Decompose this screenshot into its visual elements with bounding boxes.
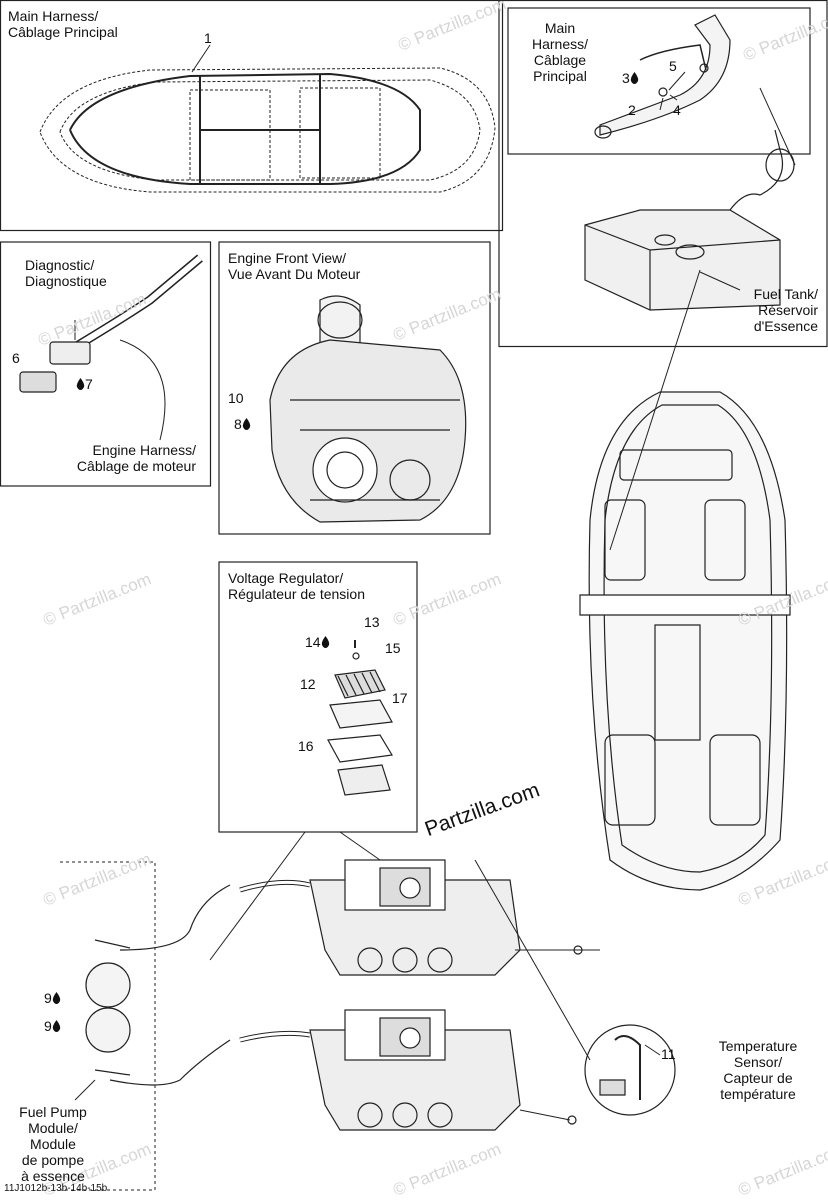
drop-icon (52, 992, 60, 1004)
callout-13: 13 (364, 614, 380, 630)
detail-title-fr: Câblage (533, 52, 587, 68)
callout-7: 7 (76, 376, 93, 392)
temp-sensor-leader (474, 859, 591, 1061)
fuel-tank-line3: d'Essence (753, 318, 818, 334)
fuel-tank-panel-frame (498, 0, 828, 348)
fuel-pump-leader (74, 1079, 96, 1101)
detail-title-en2: Harness/ (531, 36, 589, 52)
engine-harness-fr: Câblage de moteur (76, 458, 196, 474)
fuel-pump-line1: Fuel Pump (19, 1104, 87, 1120)
part-5-clip (699, 63, 709, 73)
fuel-tank-leader (699, 271, 741, 291)
tank-to-boat-leader (609, 269, 701, 551)
fuel-pump-line3: Module (30, 1136, 76, 1152)
engine-front-drawing (269, 295, 467, 523)
drawing-code: 11J1012b-13b-14b-15b (4, 1183, 108, 1194)
fuel-pump-bracket (60, 861, 156, 1191)
callout-3: 3 (622, 70, 639, 86)
detail-title-en: Main (544, 20, 576, 36)
lower-engine-upper (119, 859, 521, 976)
callout-14-number: 14 (305, 634, 321, 650)
leader-1 (191, 44, 211, 73)
detail-wire (639, 44, 707, 71)
temp-sensor-line1: Temperature (718, 1038, 798, 1054)
detail-hose (594, 14, 731, 139)
lower-engine-lower (109, 1009, 521, 1131)
callout-11: 11 (661, 1046, 676, 1062)
drop-icon (630, 72, 638, 84)
fuel-pump-line5: à essence (21, 1168, 85, 1184)
top-main-harness-wire (69, 72, 421, 185)
temp-sensor-line4: température (720, 1086, 796, 1102)
callout-5: 5 (669, 58, 677, 74)
drop-icon (321, 636, 329, 648)
main-harness-title-en: Main Harness/ (8, 8, 99, 24)
callout-16: 16 (298, 738, 314, 754)
diagnostic-panel-frame (0, 241, 212, 487)
callout-1: 1 (204, 30, 212, 46)
callout-6: 6 (12, 350, 20, 366)
drop-icon (76, 378, 85, 390)
engine-front-title-en: Engine Front View/ (228, 250, 347, 266)
main-harness-title-fr: Câblage Principal (8, 24, 118, 40)
diagnostic-title-en: Diagnostic/ (25, 257, 95, 273)
callout-9-number: 9 (44, 990, 52, 1006)
fuel-tank-line1: Fuel Tank/ (753, 286, 818, 302)
diagnostic-title-fr: Diagnostique (25, 273, 107, 289)
main-harness-detail-frame (507, 7, 811, 155)
callout-9-lower: 9 (44, 1018, 61, 1034)
callout-12: 12 (300, 676, 316, 692)
boat-hull (579, 391, 791, 891)
engine-front-title-fr: Vue Avant Du Moteur (228, 266, 361, 282)
regulator-leaders (209, 831, 381, 961)
callout-10: 10 (228, 390, 244, 406)
main-harness-panel-frame (0, 0, 504, 232)
callout-2: 2 (628, 102, 636, 118)
temp-sensor-line3: Capteur de (723, 1070, 793, 1086)
diagnostic-connector (19, 254, 203, 441)
callout-8: 8 (234, 416, 251, 432)
drop-icon (242, 418, 250, 430)
callout-15: 15 (385, 640, 401, 656)
callout-14: 14 (305, 634, 330, 650)
callout-3-number: 3 (622, 70, 630, 86)
part-2-screw (658, 87, 668, 97)
callout-9-number: 9 (44, 1018, 52, 1034)
callout-17: 17 (392, 690, 408, 706)
drop-icon (52, 1020, 60, 1032)
voltage-regulator-title-en: Voltage Regulator/ (228, 570, 344, 586)
callout-4: 4 (673, 102, 681, 118)
callout-7-number: 7 (85, 376, 93, 392)
detail-title-fr2: Principal (533, 68, 587, 84)
voltage-regulator-drawing (327, 640, 393, 796)
callout-8-number: 8 (234, 416, 242, 432)
fuel-pump-module (85, 939, 131, 1076)
fuel-pump-line2: Module/ (28, 1120, 78, 1136)
fuel-pump-line4: de pompe (21, 1152, 85, 1168)
engine-harness-en: Engine Harness/ (92, 442, 196, 458)
fuel-tank-line2: Réservoir (758, 302, 818, 318)
callout-9-upper: 9 (44, 990, 61, 1006)
engine-front-panel-frame (218, 241, 491, 535)
voltage-regulator-title-fr: Régulateur de tension (228, 586, 365, 602)
temp-sensor-line2: Sensor/ (733, 1054, 783, 1070)
fuel-tank (584, 129, 795, 311)
voltage-regulator-panel-frame (218, 561, 418, 833)
